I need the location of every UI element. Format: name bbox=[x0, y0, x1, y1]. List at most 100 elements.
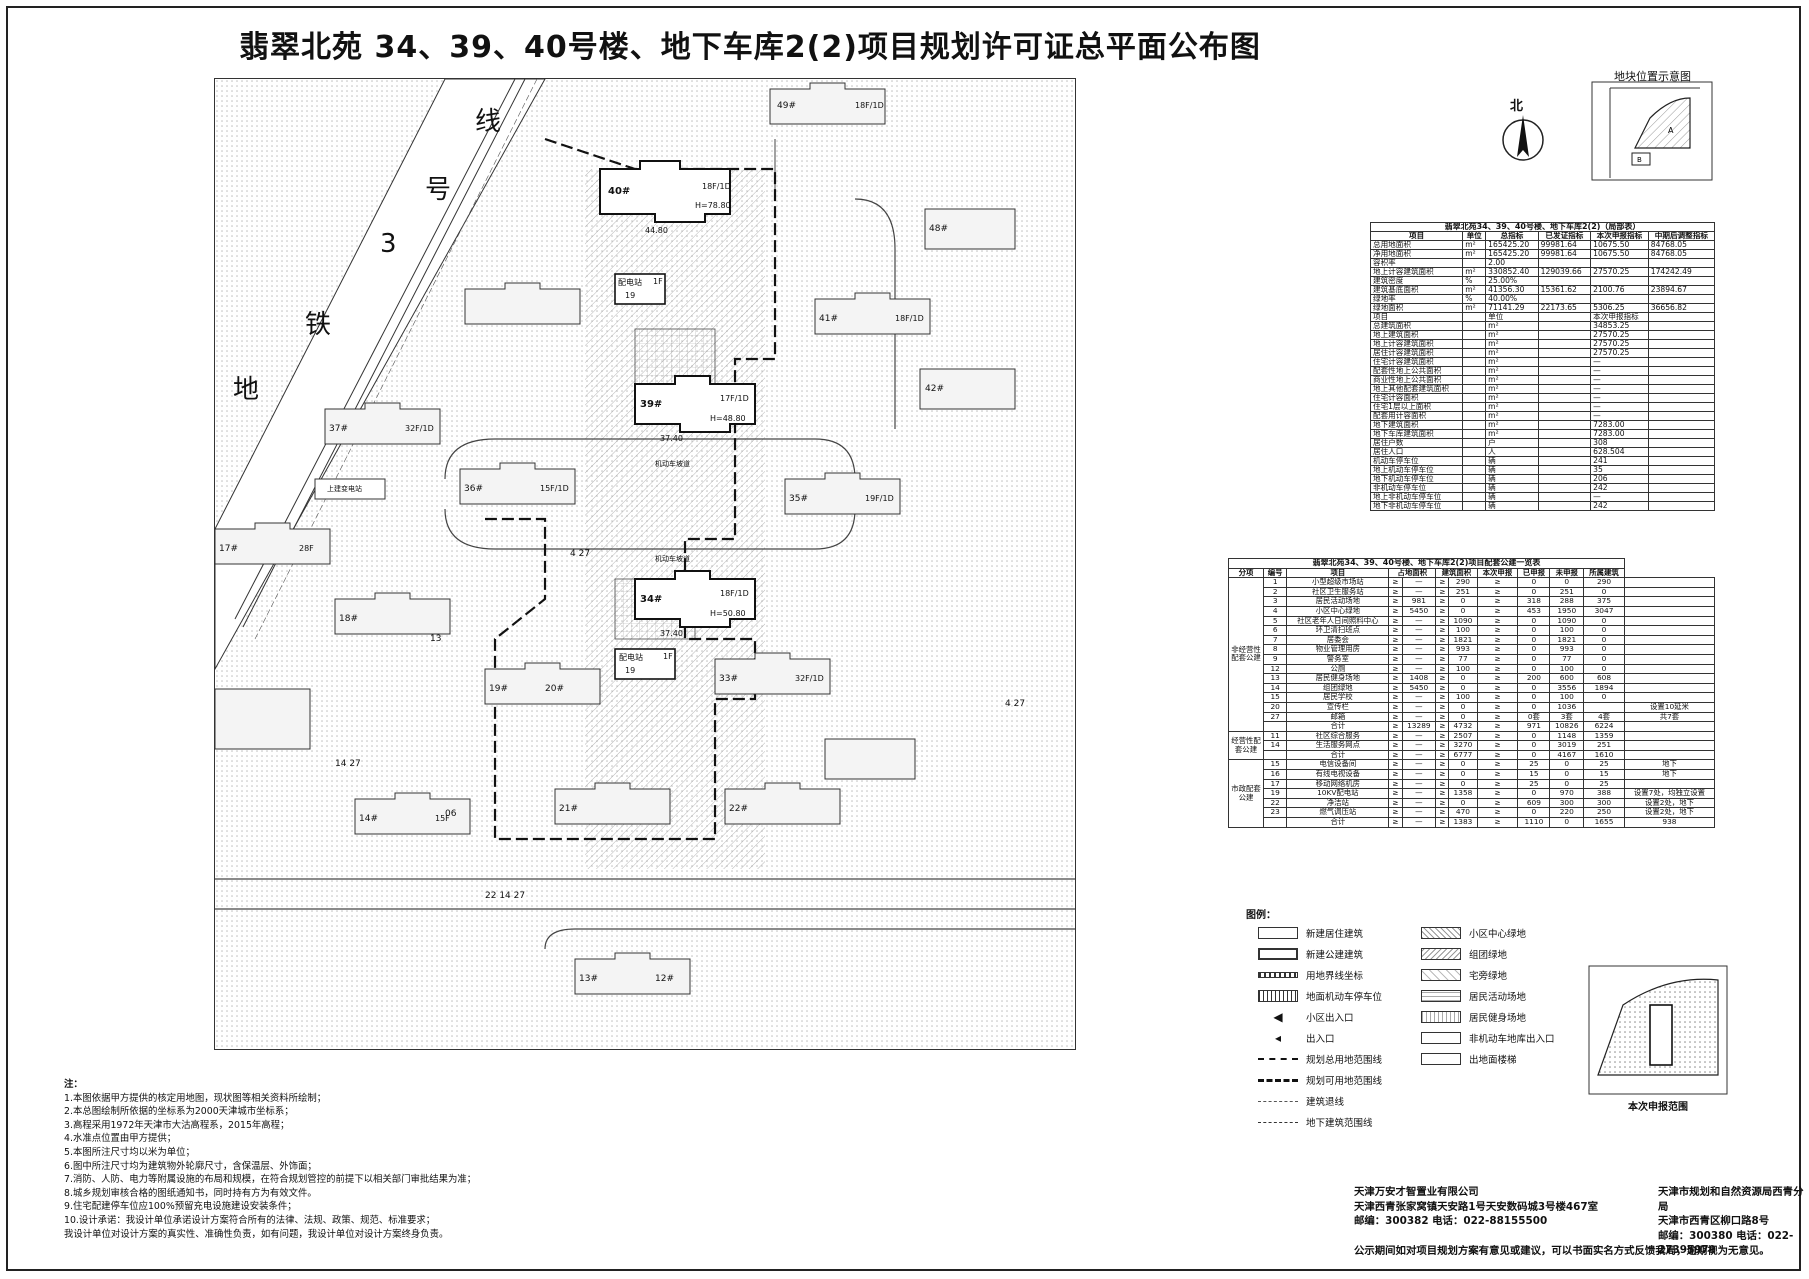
building-39-floors: 17F/1D bbox=[720, 394, 749, 403]
indicator-cell bbox=[1537, 402, 1592, 412]
facility-cell: ≥ bbox=[1435, 711, 1450, 723]
facility-cell: ≥ bbox=[1476, 730, 1519, 742]
facility-cell: 3 bbox=[1262, 596, 1288, 607]
facility-cell: 1090 bbox=[1549, 615, 1585, 627]
facility-cell: ≥ bbox=[1476, 797, 1519, 809]
indicator-cell: 2.00 bbox=[1485, 258, 1539, 268]
indicator-col-header: 总指标 bbox=[1485, 231, 1539, 241]
substation-b-num: 19 bbox=[625, 666, 636, 675]
indicator-cell bbox=[1537, 375, 1592, 385]
indicator-cell: 84768.05 bbox=[1647, 249, 1716, 259]
facility-cell: ≥ bbox=[1435, 797, 1450, 809]
legend-swatch-icon bbox=[1421, 969, 1461, 981]
facility-cell: 5450 bbox=[1401, 605, 1437, 617]
building-39-height: H=48.80 bbox=[710, 414, 746, 423]
facility-cell: 993 bbox=[1549, 644, 1585, 655]
facility-cell: 1090 bbox=[1448, 615, 1478, 627]
facility-cell: 251 bbox=[1448, 586, 1478, 598]
indicator-cell: m² bbox=[1485, 348, 1539, 358]
authority-block: 天津市规划和自然资源局西青分局 天津市西青区柳口路8号 邮编：300380 电话… bbox=[1658, 1185, 1809, 1258]
legend-item: ◂出入口 bbox=[1258, 1031, 1335, 1045]
note-line: 6.图中所注尺寸均为建筑物外轮廓尺寸，含保温层、外饰面； bbox=[64, 1160, 317, 1172]
facility-cell: 0 bbox=[1448, 778, 1478, 790]
facility-cell: ≥ bbox=[1435, 615, 1450, 627]
legend-swatch-icon bbox=[1421, 990, 1461, 1002]
legend-swatch-icon bbox=[1258, 972, 1298, 978]
indicator-cell bbox=[1647, 492, 1716, 502]
legend-item: 用地界线坐标 bbox=[1258, 968, 1363, 982]
facility-cell: 5 bbox=[1262, 615, 1288, 627]
authority-address: 天津市西青区柳口路8号 bbox=[1658, 1215, 1770, 1227]
facility-cell: 0 bbox=[1517, 749, 1551, 761]
facility-cell: ≥ bbox=[1476, 778, 1519, 790]
indicator-cell: 27570.25 bbox=[1590, 330, 1649, 340]
indicator-cell bbox=[1647, 294, 1716, 304]
indicator-cell: 174242.49 bbox=[1647, 267, 1716, 277]
legend-swatch-icon bbox=[1258, 1078, 1298, 1082]
note-line: 9.住宅配建停车位应100%预留充电设施建设安装条件； bbox=[64, 1201, 297, 1213]
facility-cell: 小区中心绿地 bbox=[1286, 605, 1390, 617]
facility-cell: ≥ bbox=[1388, 653, 1403, 665]
scope-drawing bbox=[1588, 965, 1728, 1095]
indicator-row: 项目单位本次申报指标 bbox=[1369, 312, 1716, 322]
indicator-cell: m² bbox=[1485, 375, 1539, 385]
legend-label: 居民健身场地 bbox=[1469, 1013, 1527, 1024]
facility-cell: 1610 bbox=[1583, 749, 1625, 761]
legend-label: 宅旁绿地 bbox=[1469, 971, 1508, 982]
facility-cell: ≥ bbox=[1476, 577, 1519, 588]
note-line: 我设计单位对设计方案的真实性、准确性负责，如有问题，我设计单位对设计方案终身负责… bbox=[64, 1228, 449, 1240]
facility-cell: 0 bbox=[1549, 769, 1585, 780]
facility-cell: 0 bbox=[1583, 692, 1625, 703]
legend-label: 用地界线坐标 bbox=[1306, 971, 1364, 982]
indicator-cell: 27570.25 bbox=[1590, 267, 1649, 277]
facility-cell: 合计 bbox=[1286, 749, 1390, 761]
facility-cell: ≥ bbox=[1388, 586, 1403, 598]
building-41-label: 41# bbox=[819, 314, 838, 324]
facility-cell: ≥ bbox=[1435, 682, 1450, 694]
facility-cell: 6777 bbox=[1448, 749, 1478, 761]
zone-c-label: 22 14 27 bbox=[485, 891, 526, 901]
facility-cell bbox=[1262, 749, 1288, 761]
facility-cell: 375 bbox=[1583, 596, 1625, 607]
legend-title: 图例： bbox=[1246, 910, 1276, 921]
facility-cell: ≥ bbox=[1388, 615, 1403, 627]
facility-cell: 0 bbox=[1448, 596, 1478, 607]
facility-cell bbox=[1623, 749, 1716, 761]
building-13-label: 13# bbox=[579, 974, 598, 984]
facility-cell: ≥ bbox=[1388, 682, 1403, 694]
facility-cell: 200 bbox=[1517, 673, 1551, 684]
facility-cell: 1110 bbox=[1517, 817, 1551, 828]
facility-cell: 288 bbox=[1549, 596, 1585, 607]
legend-label: 小区出入口 bbox=[1306, 1013, 1354, 1024]
indicator-cell: m² bbox=[1485, 330, 1539, 340]
indicator-row: 绿地率%40.00% bbox=[1369, 294, 1716, 304]
indicator-cell: 330852.40 bbox=[1485, 267, 1539, 277]
facility-cell: 10826 bbox=[1549, 721, 1585, 732]
indicator-cell: — bbox=[1590, 366, 1649, 376]
indicator-cell bbox=[1537, 492, 1592, 502]
facility-cell: — bbox=[1401, 778, 1437, 790]
facility-cell: — bbox=[1401, 615, 1437, 627]
building-39-label: 39# bbox=[640, 399, 663, 410]
indicator-cell bbox=[1647, 348, 1716, 358]
facility-cell: 4套 bbox=[1583, 711, 1625, 723]
building-34-floors: 18F/1D bbox=[720, 589, 749, 598]
indicator-cell bbox=[1462, 312, 1487, 322]
facility-cell: — bbox=[1401, 663, 1437, 675]
facility-cell bbox=[1623, 778, 1716, 790]
facility-cell: 17 bbox=[1262, 778, 1288, 790]
facility-cell: ≥ bbox=[1388, 759, 1403, 771]
facility-cell: ≥ bbox=[1476, 817, 1519, 828]
facility-cell: 5450 bbox=[1401, 682, 1437, 694]
car-ramp-a: 机动车坡道 bbox=[655, 460, 690, 468]
